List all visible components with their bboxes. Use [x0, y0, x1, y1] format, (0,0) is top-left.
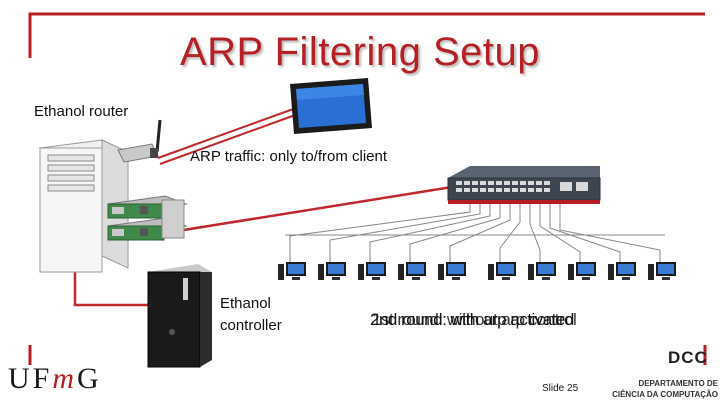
client-pc-icon	[398, 262, 426, 280]
client-pc-icon	[648, 262, 676, 280]
controller-label-line1: Ethanol	[220, 295, 271, 312]
client-pc-icon	[608, 262, 636, 280]
dcc-department-text: DEPARTAMENTO DE CIÊNCIA DA COMPUTAÇÃO	[600, 378, 718, 400]
dcc-logo: DCC	[668, 348, 708, 367]
ufmg-letter-m: m	[52, 362, 78, 395]
round-label-2nd: 2nd round: with arp activated	[370, 310, 574, 329]
client-pc-icon	[528, 262, 556, 280]
tablet-icon	[290, 78, 372, 134]
controller-label-line2: controller	[220, 317, 282, 334]
client-pc-icon	[488, 262, 516, 280]
slide-number: Slide 25	[542, 383, 579, 394]
ufmg-letter-u: U	[8, 362, 33, 395]
network-switch-icon	[447, 166, 601, 204]
controller-server-icon	[147, 264, 212, 368]
arp-traffic-label: ARP traffic: only to/from client	[190, 148, 388, 165]
router-label: Ethanol router	[34, 103, 129, 120]
cable-to-switch	[164, 185, 453, 235]
round-label-1st: 1st round: without arp control	[372, 310, 577, 329]
ufmg-letter-f: F	[32, 362, 53, 395]
ufmg-letter-g: G	[77, 362, 102, 395]
cable-to-tablet	[157, 107, 297, 159]
client-pc-icon	[358, 262, 386, 280]
client-pc-icon	[438, 262, 466, 280]
dept-line-2: CIÊNCIA DA COMPUTAÇÃO	[612, 390, 718, 399]
frame-line-top	[28, 12, 705, 58]
dept-line-1: DEPARTAMENTO DE	[638, 379, 718, 388]
nic-cards-icon	[107, 195, 188, 241]
client-pc-icon	[318, 262, 346, 280]
cable-to-tablet-2	[159, 113, 299, 165]
ufmg-logo: UFmG	[8, 362, 102, 396]
client-pc-icon	[568, 262, 596, 280]
wifi-card-icon	[117, 119, 162, 163]
slide-title: ARP Filtering Setup	[179, 30, 541, 74]
client-pc-icon	[278, 262, 306, 280]
cable-to-controller	[73, 272, 148, 307]
switch-to-pc-cables	[285, 204, 665, 262]
